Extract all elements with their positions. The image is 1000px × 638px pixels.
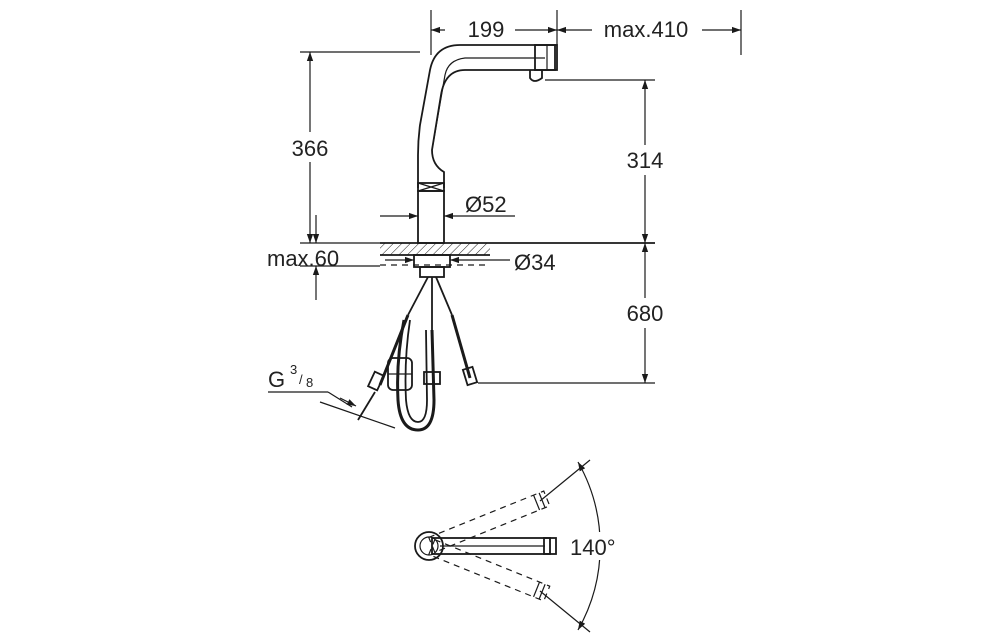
dimension-deck-thickness: max.60: [267, 215, 380, 300]
spout-lower-position: [428, 538, 551, 602]
pullout-hose: [396, 319, 436, 432]
dimension-body-diameter: Ø52: [380, 192, 515, 220]
faucet-top-view: 140°: [414, 459, 632, 633]
mounting-nut: [413, 254, 451, 268]
spout-height-label: 314: [627, 148, 664, 173]
hole-diameter-label: Ø34: [514, 250, 556, 275]
countertop: [380, 242, 655, 278]
spout-inner-line: [431, 57, 545, 151]
dimension-total-height: 366: [282, 51, 420, 244]
spout-reach-label: 199: [468, 17, 505, 42]
dimension-hole-diameter: Ø34: [385, 250, 556, 275]
faucet-base: [417, 190, 445, 244]
dimension-top: 199 max.410: [430, 10, 742, 55]
deck-thickness-label: max.60: [267, 246, 339, 271]
dimension-hose-length: 680: [478, 243, 673, 384]
total-height-label: 366: [292, 136, 329, 161]
base-circle: [414, 531, 444, 561]
hose-length-label: 680: [627, 301, 664, 326]
body-diameter-label: Ø52: [465, 192, 507, 217]
spout-upper-position: [428, 490, 551, 554]
swivel-angle-label: 140°: [570, 535, 616, 560]
dimension-spout-height: 314: [545, 79, 673, 243]
max-reach-label: max.410: [604, 17, 688, 42]
spray-head: [534, 44, 558, 71]
connection-thread-callout: G 3 / 8: [268, 362, 396, 429]
spray-outlet: [529, 70, 543, 82]
supply-hoses: [357, 276, 479, 432]
right-supply-hose: [450, 314, 472, 379]
shank: [419, 266, 445, 278]
faucet-body-outline: [417, 44, 556, 188]
thread-denominator: 8: [306, 375, 313, 390]
thread-g-label: G: [268, 367, 285, 392]
thread-numerator: 3: [290, 362, 297, 377]
svg-text:/: /: [299, 372, 303, 387]
